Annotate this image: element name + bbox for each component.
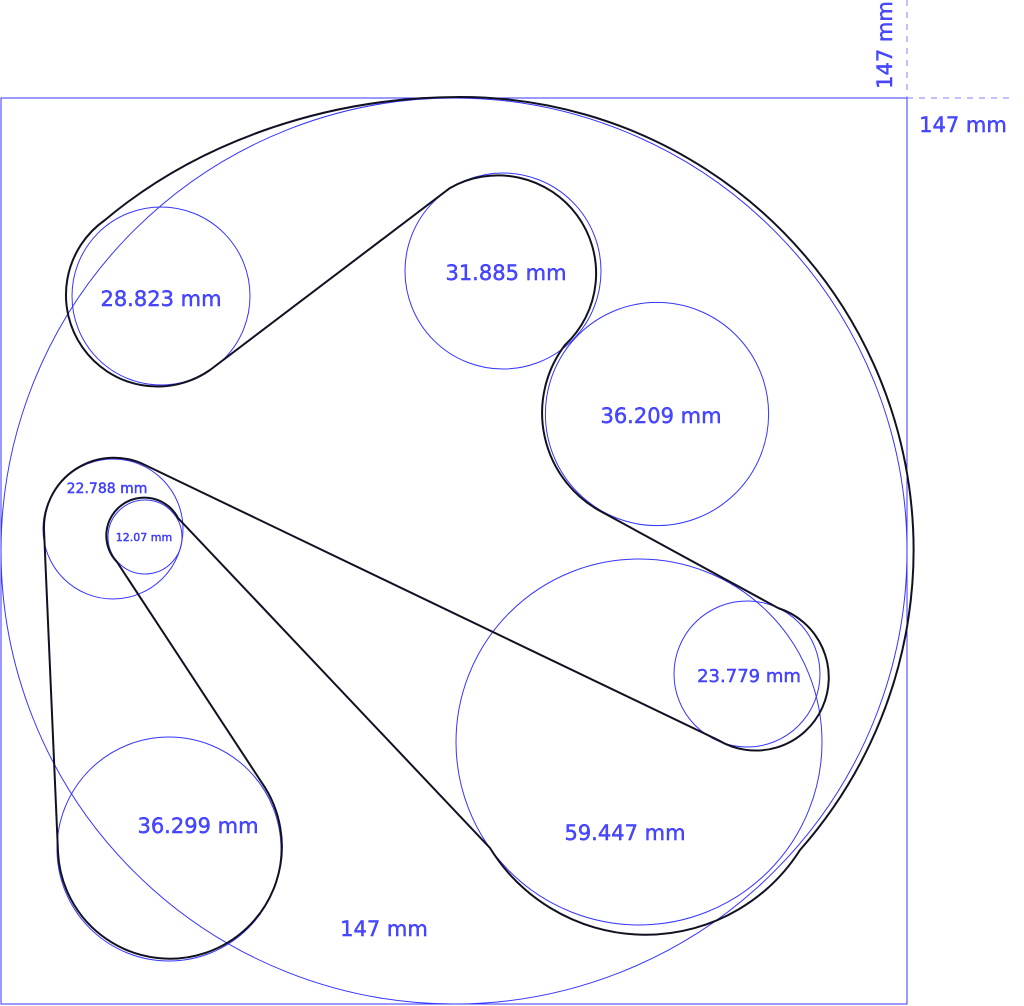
outer-circle-label: 147 mm xyxy=(340,917,428,941)
pulley-circle-23-779 xyxy=(673,600,821,748)
pulley-label: 28.823 mm xyxy=(100,287,221,311)
pulley-label: 59.447 mm xyxy=(564,821,685,845)
height-dimension-label: 147 mm xyxy=(873,1,897,89)
pulley-circle-36-209 xyxy=(544,301,770,527)
pulley-circle-31-885 xyxy=(404,172,602,370)
pulley-circle-28-823 xyxy=(71,206,251,386)
pulley-label: 12.07 mm xyxy=(116,531,172,544)
belt-path xyxy=(42,95,915,960)
pulley-circle-12-07 xyxy=(107,499,183,575)
pulley-label: 22.788 mm xyxy=(67,481,148,497)
width-dimension-label: 147 mm xyxy=(919,113,1007,137)
pulley-label: 36.209 mm xyxy=(600,404,721,428)
pulley-circle-59-447 xyxy=(455,558,823,926)
pulley-label: 23.779 mm xyxy=(697,666,801,687)
pulley-label: 31.885 mm xyxy=(445,261,566,285)
pulley-label: 36.299 mm xyxy=(137,814,258,838)
